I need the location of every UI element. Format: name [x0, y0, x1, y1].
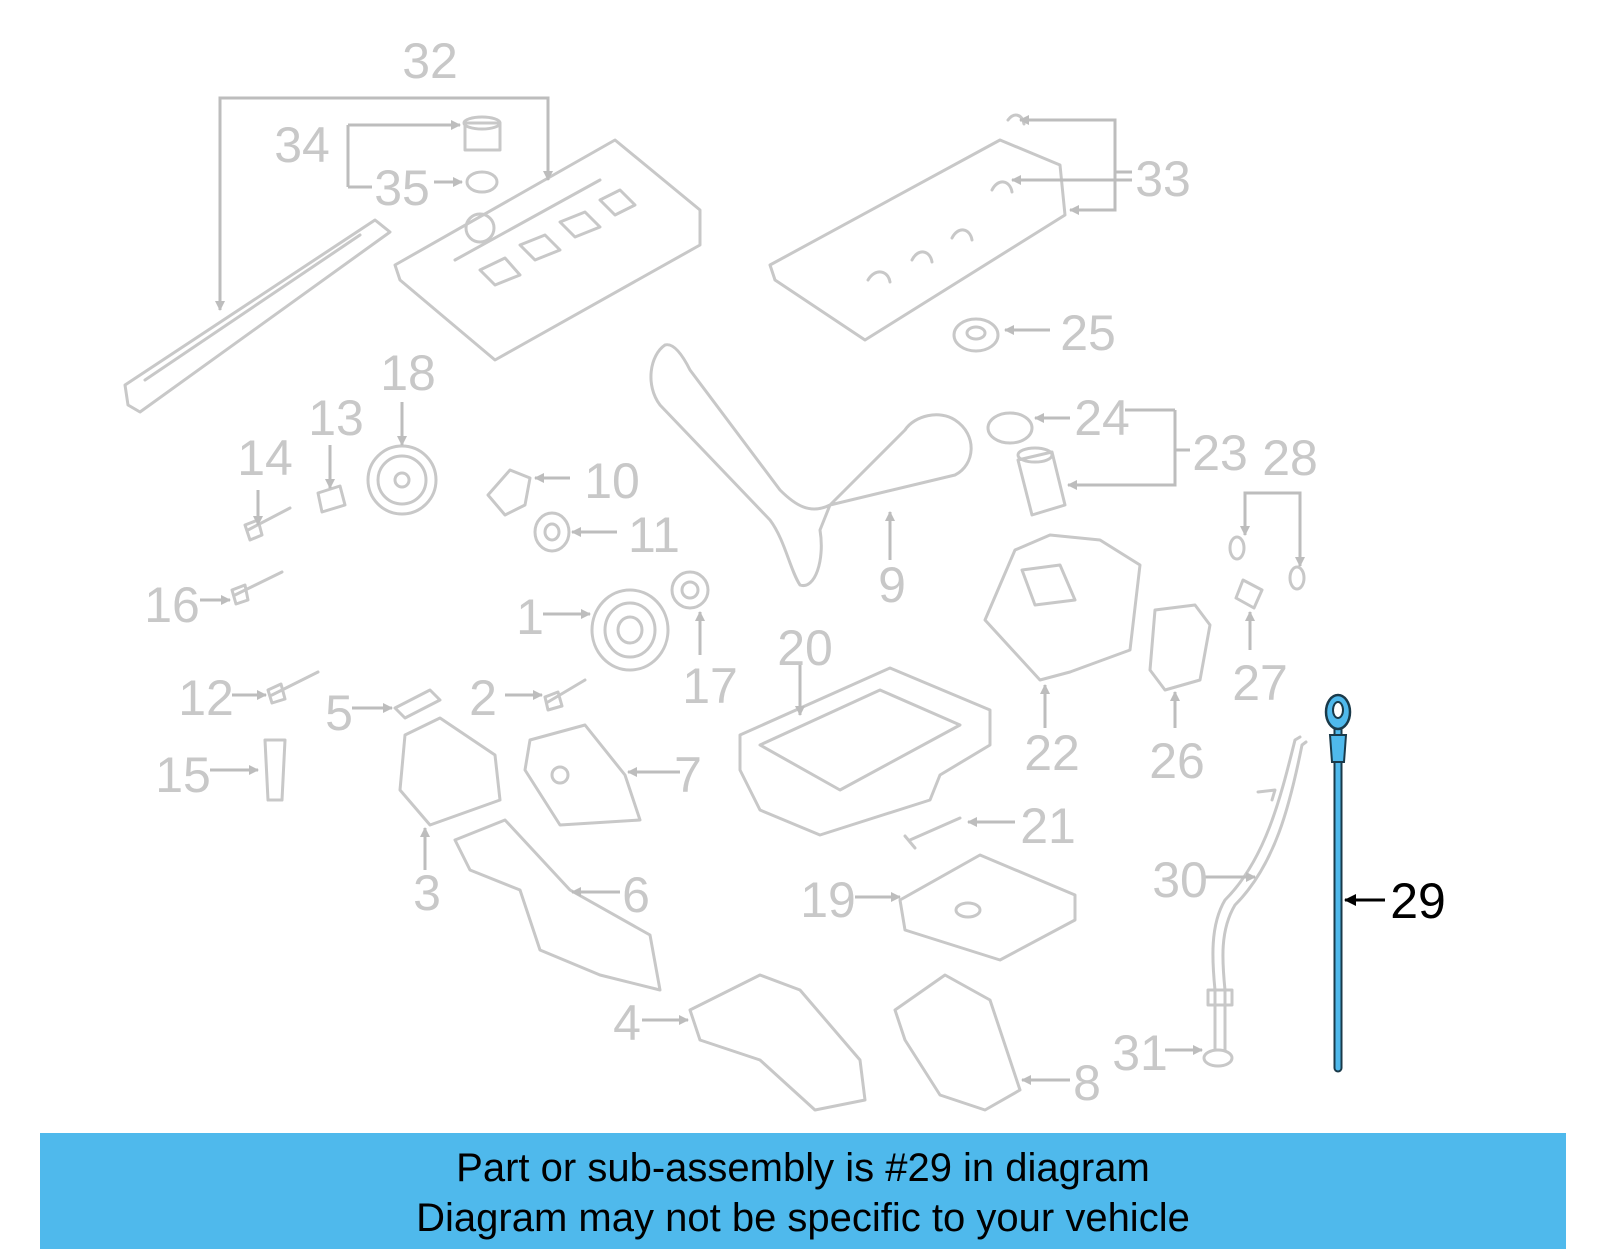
callout-12[interactable]: 12 — [178, 670, 234, 726]
banner-line-1: Part or sub-assembly is #29 in diagram — [456, 1146, 1150, 1190]
callout-24[interactable]: 24 — [1074, 390, 1130, 446]
part-outlines — [123, 113, 1308, 1112]
part-11-idler — [533, 511, 571, 553]
part-32-rail — [123, 218, 392, 414]
part-1-pulley — [590, 588, 670, 672]
callout-34[interactable]: 34 — [274, 117, 330, 173]
part-22-housing — [983, 533, 1142, 682]
part-34-cap — [463, 121, 502, 152]
callout-11[interactable]: 11 — [628, 507, 680, 563]
part-14-bolt — [243, 506, 292, 542]
callout-19[interactable]: 19 — [800, 872, 856, 928]
part-9-belt — [649, 343, 973, 587]
part-28-ring-b — [1288, 565, 1306, 591]
part-30-tube — [1211, 735, 1308, 1052]
part-31-ring — [1202, 1048, 1234, 1068]
callout-21[interactable]: 21 — [1020, 798, 1076, 854]
info-banner: Part or sub-assembly is #29 in diagram D… — [40, 1133, 1566, 1249]
part-6-cover — [453, 818, 662, 992]
callout-20[interactable]: 20 — [777, 620, 833, 676]
part-3-cover — [398, 716, 502, 827]
part-24-seal — [986, 411, 1034, 445]
callout-4[interactable]: 4 — [613, 995, 641, 1051]
callout-22[interactable]: 22 — [1024, 725, 1080, 781]
part-oil-cap — [464, 212, 496, 244]
part-7-cover — [523, 723, 642, 827]
part-19-pan — [898, 853, 1077, 962]
part-18-gear — [366, 444, 438, 516]
callout-28[interactable]: 28 — [1262, 430, 1318, 486]
part-2-bolt — [543, 678, 587, 712]
callout-30[interactable]: 30 — [1152, 852, 1208, 908]
part-5-clip — [393, 688, 442, 720]
callout-8[interactable]: 8 — [1073, 1055, 1101, 1111]
banner-line-2: Diagram may not be specific to your vehi… — [416, 1196, 1190, 1240]
callout-2[interactable]: 2 — [469, 670, 497, 726]
part-20-pan — [738, 666, 992, 837]
callout-numbers: 32 34 35 33 25 18 13 14 10 11 24 23 28 9… — [144, 33, 1446, 1111]
callout-13[interactable]: 13 — [308, 390, 364, 446]
part-15-stud — [263, 738, 287, 802]
part-valve-cover — [393, 138, 702, 362]
callout-25[interactable]: 25 — [1060, 305, 1116, 361]
callout-9[interactable]: 9 — [878, 557, 906, 613]
callout-3[interactable]: 3 — [413, 865, 441, 921]
part-16-bolt — [230, 570, 284, 606]
callout-27[interactable]: 27 — [1232, 655, 1288, 711]
callout-1[interactable]: 1 — [516, 589, 544, 645]
part-23-filter — [1016, 450, 1067, 517]
callout-6[interactable]: 6 — [622, 867, 650, 923]
part-4-cover — [688, 973, 867, 1112]
callout-31[interactable]: 31 — [1112, 1025, 1168, 1081]
part-10-tensioner — [486, 468, 532, 517]
callout-23[interactable]: 23 — [1192, 425, 1248, 481]
callout-32[interactable]: 32 — [402, 33, 458, 89]
callout-35[interactable]: 35 — [374, 160, 430, 216]
part-25-seal — [952, 317, 1000, 353]
leader-lines — [200, 96, 1305, 1085]
part-26-cover — [1148, 603, 1212, 692]
part-28-ring-a — [1228, 535, 1246, 561]
callout-10[interactable]: 10 — [584, 453, 640, 509]
callout-15[interactable]: 15 — [155, 747, 211, 803]
part-8-cover — [893, 973, 1022, 1112]
part-17-sprocket — [670, 570, 710, 610]
part-33-gasket — [768, 138, 1067, 342]
callout-17[interactable]: 17 — [682, 658, 738, 714]
callout-26[interactable]: 26 — [1149, 733, 1205, 789]
part-29-dipstick[interactable] — [1324, 693, 1352, 1073]
part-27-sleeve — [1234, 578, 1264, 610]
part-35-ring — [465, 170, 499, 194]
callout-33[interactable]: 33 — [1135, 151, 1191, 207]
callout-7[interactable]: 7 — [674, 747, 702, 803]
part-12-bolt — [266, 670, 320, 705]
part-21-sensor — [903, 816, 962, 850]
part-13-bush — [316, 484, 347, 514]
callout-29[interactable]: 29 — [1390, 873, 1446, 929]
callout-14[interactable]: 14 — [237, 430, 293, 486]
callout-5[interactable]: 5 — [325, 685, 353, 741]
callout-18[interactable]: 18 — [380, 345, 436, 401]
callout-16[interactable]: 16 — [144, 577, 200, 633]
